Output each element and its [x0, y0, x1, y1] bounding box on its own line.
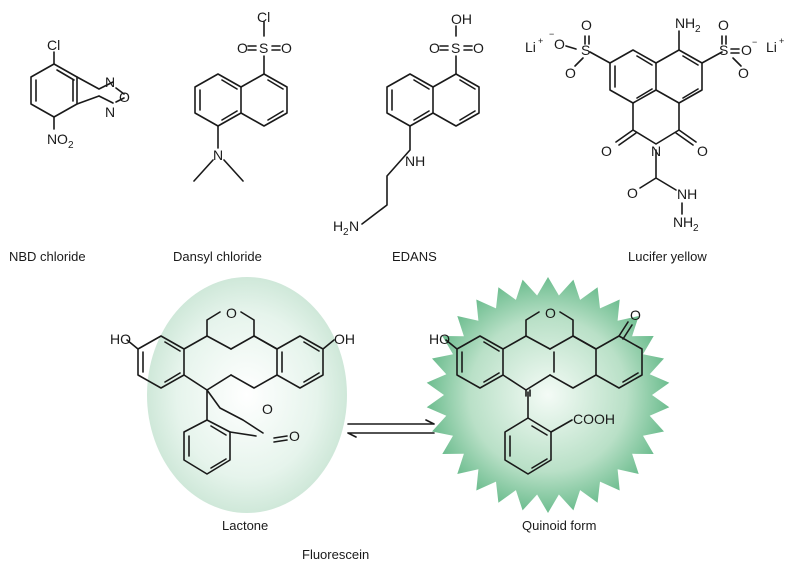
lucifer-so3-o-top-left: O: [581, 17, 592, 33]
edans-s-label: S: [451, 40, 460, 56]
edans-structure: OH O S O NH H 2 N: [333, 11, 484, 238]
lucifer-o-imide-left: O: [601, 143, 612, 159]
lucifer-li-left: Li: [525, 39, 536, 55]
edans-oh-label: OH: [451, 11, 472, 27]
lucifer-so3-o-top: O: [718, 17, 729, 33]
lucifer-s-right: S: [719, 42, 728, 58]
lucifer-yellow-structure: N H 2 O S O − O Li + O S O − O Li + O N …: [525, 15, 784, 234]
dansyl-cl-label: Cl: [257, 9, 270, 25]
equilibrium-arrows: [347, 419, 435, 438]
lucifer-nh2-h-label: H: [685, 15, 695, 31]
caption-nbd-chloride: NBD chloride: [9, 249, 86, 264]
caption-quinoid-form: Quinoid form: [522, 518, 597, 533]
quinoid-cooh-label: COOH: [573, 411, 615, 427]
lucifer-minus-right: −: [752, 37, 757, 47]
lucifer-nh-label: NH: [677, 186, 697, 202]
lucifer-nh2-bottom-n: N: [673, 214, 683, 230]
nbd-no2-o-label: O: [57, 131, 68, 147]
lucifer-li-plus-right: +: [779, 36, 784, 46]
quinoid-carbonyl-o: O: [630, 307, 641, 323]
lactone-carbonyl-o: O: [289, 428, 300, 444]
nbd-chloride-structure: Cl N O N N O 2: [30, 37, 130, 151]
lucifer-li-plus-left: +: [538, 36, 543, 46]
lucifer-nh2-n-label: N: [675, 15, 685, 31]
nbd-o-label: O: [119, 89, 130, 105]
lucifer-minus-left: −: [549, 29, 554, 39]
dansyl-o1-label: O: [237, 40, 248, 56]
lactone-ho-label: HO: [110, 331, 131, 347]
quinoid-ho-label: HO: [429, 331, 450, 347]
caption-fluorescein: Fluorescein: [302, 547, 370, 562]
caption-dansyl-chloride: Dansyl chloride: [173, 249, 262, 264]
fluorescein-quinoid-structure: HO O O COOH: [429, 305, 643, 475]
nbd-cl-label: Cl: [47, 37, 60, 53]
edans-nh-label: NH: [405, 153, 425, 169]
edans-n-label: N: [349, 218, 359, 234]
lucifer-so3-o-right: O: [741, 42, 752, 58]
dansyl-s-label: S: [259, 40, 268, 56]
caption-edans: EDANS: [392, 249, 437, 264]
quinoid-starburst: [426, 277, 670, 513]
nbd-no2-n-label: N: [47, 131, 57, 147]
lucifer-nh2-bottom-sub: 2: [693, 223, 699, 234]
lactone-o-label: O: [262, 401, 273, 417]
lucifer-li-right: Li: [766, 39, 777, 55]
dansyl-o2-label: O: [281, 40, 292, 56]
lucifer-s-left: S: [581, 42, 590, 58]
lucifer-so3-o-bottom-left: O: [565, 65, 576, 81]
dansyl-chloride-structure: Cl O S O N: [193, 9, 292, 182]
caption-lactone: Lactone: [222, 518, 269, 533]
edans-o1-label: O: [429, 40, 440, 56]
lactone-o-ring-label: O: [226, 305, 237, 321]
lucifer-o-carbonyl: O: [627, 185, 638, 201]
lucifer-nh2-bottom-h: H: [683, 214, 693, 230]
edans-h-label: H: [333, 218, 343, 234]
edans-h2-sub: 2: [343, 227, 349, 238]
nbd-n1-label: N: [105, 74, 115, 90]
lucifer-nh2-sub: 2: [695, 24, 701, 35]
caption-lucifer-yellow: Lucifer yellow: [628, 249, 707, 264]
nbd-no2-sub: 2: [68, 140, 74, 151]
lucifer-n-imide: N: [651, 143, 661, 159]
fluorescein-lactone-structure: HO O OH O O: [110, 305, 355, 475]
dansyl-n-label: N: [213, 147, 223, 163]
lucifer-so3-o-bottom: O: [738, 65, 749, 81]
nbd-n2-label: N: [105, 104, 115, 120]
lactone-halo: [147, 277, 347, 513]
lucifer-o-imide-right: O: [697, 143, 708, 159]
edans-o2-label: O: [473, 40, 484, 56]
lucifer-so3-o-left: O: [554, 36, 565, 52]
lactone-oh-label: OH: [334, 331, 355, 347]
quinoid-o-ring-label: O: [545, 305, 556, 321]
